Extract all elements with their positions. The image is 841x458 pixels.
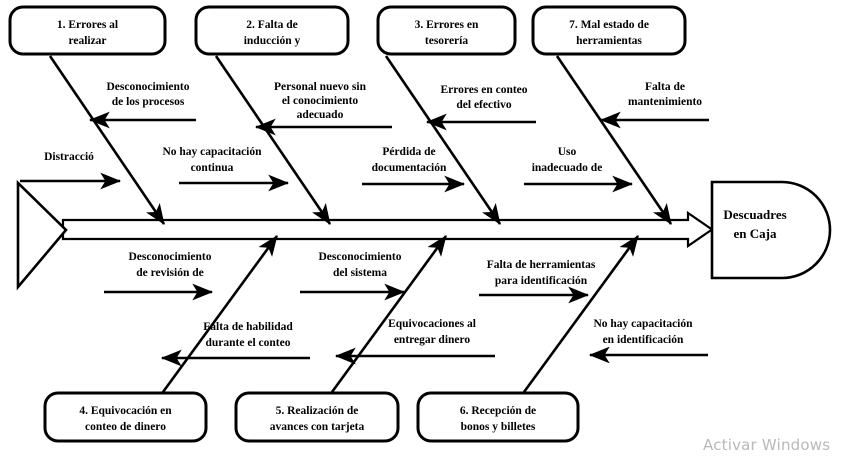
subcause-bu2-line2: del sistema [333, 267, 387, 279]
category-4-line1: 4. Equivocación en [79, 405, 172, 417]
subcause-tl1-line2: continua [191, 162, 234, 174]
category-6-line1: 6. Recepción de [460, 405, 536, 417]
subcause-bl3-line1: No hay capacitación [593, 318, 693, 330]
main-bone-top-3 [384, 55, 502, 225]
main-bone-bottom-4 [161, 235, 279, 393]
category-box-4[interactable]: 4. Equivocación en conteo de dinero [43, 391, 208, 443]
subcause-tl0-line1: Distracció [44, 151, 94, 163]
subcause-tu2: Personal nuevo sin el conocimiento adecu… [254, 81, 392, 136]
subcause-tu3: Errores en conteo del efectivo [425, 84, 536, 131]
subcause-bu3-line1: Falta de herramientas [487, 259, 596, 271]
category-box-2[interactable]: 2. Falta de inducción y [194, 5, 350, 56]
subcause-bl3: No hay capacitación en identificación [588, 318, 708, 364]
subcause-bu2: Desconocimiento del sistema [300, 251, 406, 301]
subcause-bu2-line1: Desconocimiento [318, 251, 401, 263]
subcause-bu1-line1: Desconocimiento [128, 251, 211, 263]
subcause-bu3-line2: para identificación [495, 275, 588, 287]
subcause-tu3-line2: del efectivo [456, 99, 511, 111]
subcause-bl3-line2: en identificación [603, 334, 684, 346]
category-6-line2: bonos y billetes [461, 421, 536, 433]
subcause-tl0: Distracció [20, 151, 122, 190]
category-box-5[interactable]: 5. Realización de avances con tarjeta [234, 391, 400, 443]
category-1-line2: realizar [68, 35, 106, 47]
category-7-line1: 7. Mal estado de [569, 19, 649, 31]
category-2-line1: 2. Falta de [246, 19, 297, 31]
subcause-tl2: Pérdida de documentación [362, 146, 466, 193]
subcause-tu2-line3: adecuado [297, 109, 344, 121]
subcause-tu4-line1: Falta de [645, 81, 685, 93]
subcause-bl2-line1: Equivocaciones al [388, 318, 476, 330]
subcause-bu3: Falta de herramientas para identificació… [479, 259, 596, 304]
category-1-line1: 1. Errores al [57, 19, 118, 31]
subcause-bu1: Desconocimiento de revisión de [104, 251, 214, 301]
subcause-tu1: Desconocimiento de los procesos [88, 81, 196, 129]
main-bone-bottom-6 [522, 235, 640, 393]
category-4-line2: conteo de dinero [85, 421, 166, 433]
subcause-bl2: Equivocaciones al entregar dinero [334, 318, 495, 365]
main-bone-top-1 [48, 55, 166, 225]
category-box-7[interactable]: 7. Mal estado de herramientas [531, 5, 687, 56]
main-bone-top-2 [214, 55, 332, 225]
subcause-tu1-line1: Desconocimiento [106, 81, 189, 93]
subcause-tl3-line2: inadecuado de [532, 162, 603, 174]
subcause-bl2-line2: entregar dinero [394, 334, 471, 346]
effect-label-line2: en Caja [734, 226, 777, 241]
main-bone-top-7 [555, 55, 673, 225]
effect-head: Descuadres en Caja [710, 180, 832, 280]
activate-windows-watermark: Activar Windows [703, 436, 831, 454]
category-box-6[interactable]: 6. Recepción de bonos y billetes [416, 391, 580, 443]
subcause-tu4-line2: mantenimiento [628, 96, 702, 108]
subcause-tu3-line1: Errores en conteo [440, 84, 527, 96]
main-bone-bottom-5 [330, 235, 448, 393]
category-3-line2: tesorería [425, 35, 468, 47]
subcause-tl1: No hay capacitación continua [162, 146, 290, 192]
subcause-tl3: Uso inadecuado de [524, 146, 634, 193]
category-box-1[interactable]: 1. Errores al realizar [8, 5, 167, 56]
subcause-tu1-line2: de los procesos [112, 96, 185, 108]
category-7-line2: herramientas [576, 35, 642, 47]
subcause-tl1-line1: No hay capacitación [162, 146, 262, 158]
effect-label-line1: Descuadres [723, 207, 786, 222]
category-3-line1: 3. Errores en [415, 19, 479, 31]
subcause-tl2-line2: documentación [372, 162, 447, 174]
subcause-tu4: Falta de mantenimiento [599, 81, 709, 129]
category-5-line2: avances con tarjeta [270, 421, 365, 433]
subcause-bl1: Falta de habilidad durante el conteo [160, 321, 310, 367]
subcause-tl3-line1: Uso [558, 146, 577, 158]
subcause-bu1-line2: de revisión de [136, 267, 204, 279]
spine [61, 210, 714, 249]
category-5-line1: 5. Realización de [276, 405, 359, 417]
category-box-3[interactable]: 3. Errores en tesorería [376, 5, 517, 56]
category-2-line2: inducción y [244, 35, 301, 47]
subcause-tu2-line1: Personal nuevo sin [274, 81, 367, 93]
fish-tail [16, 179, 68, 291]
subcause-bl1-line2: durante el conteo [206, 337, 291, 349]
subcause-bl1-line1: Falta de habilidad [203, 321, 293, 333]
subcause-tu2-line2: el conocimiento [282, 95, 359, 107]
subcause-tl2-line1: Pérdida de [382, 146, 435, 158]
